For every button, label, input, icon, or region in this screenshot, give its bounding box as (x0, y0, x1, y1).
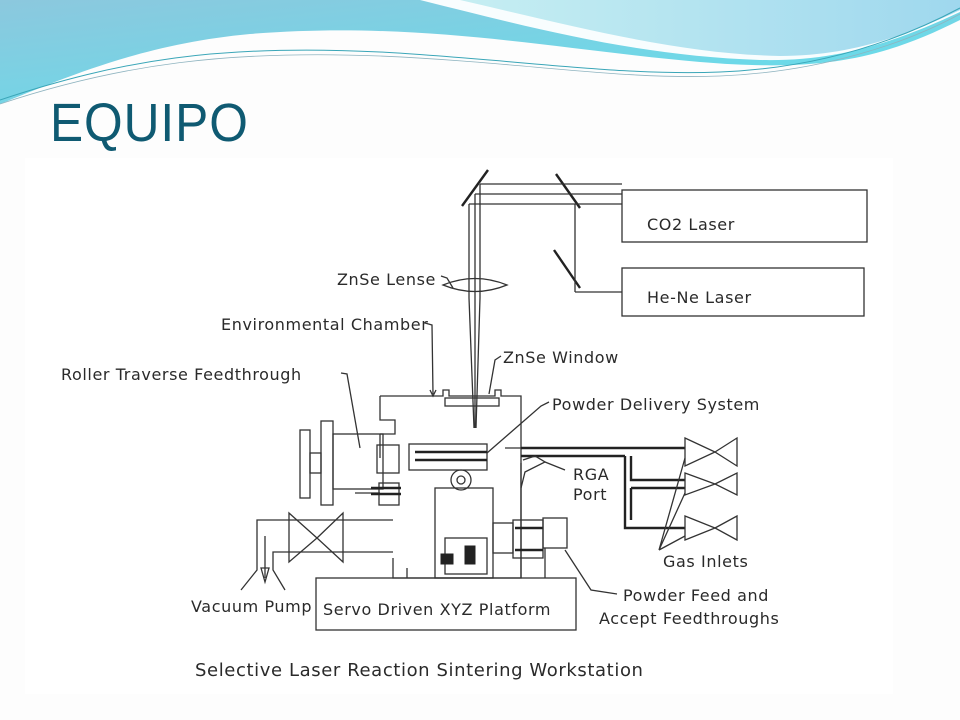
co2-laser-label: CO2 Laser (647, 215, 735, 234)
slrs-workstation-diagram: CO2 Laser He-Ne Laser (61, 169, 868, 681)
powder-delivery-label: Powder Delivery System (552, 395, 760, 414)
znse-lense-label: ZnSe Lense (337, 270, 436, 289)
powder-feed-feedthroughs: Powder Feed and Accept Feedthroughs (492, 517, 779, 628)
gas-inlets-callout: Gas Inlets (658, 457, 748, 571)
powder-feed-label-line1: Powder Feed and (623, 586, 769, 605)
rga-port-label-line2: Port (573, 485, 607, 504)
hene-laser-label: He-Ne Laser (647, 288, 752, 307)
rga-port-label-line1: RGA (573, 465, 609, 484)
hene-laser: He-Ne Laser (621, 267, 865, 317)
powder-feed-label-line2: Accept Feedthroughs (599, 609, 779, 628)
rga-port: RGA Port (520, 455, 609, 504)
vacuum-line: Vacuum Pump (191, 511, 393, 616)
xyz-platform: Servo Driven XYZ Platform (315, 548, 577, 631)
diagram-caption: Selective Laser Reaction Sintering Works… (195, 660, 644, 681)
environmental-chamber-label: Environmental Chamber (221, 315, 428, 334)
xyz-platform-label: Servo Driven XYZ Platform (323, 600, 551, 619)
slide-title: EQUIPO (50, 93, 249, 153)
gas-inlet-valves (684, 436, 738, 542)
diagram-image: CO2 Laser He-Ne Laser (25, 158, 893, 694)
laser-beam-paths (468, 183, 622, 429)
co2-laser: CO2 Laser (621, 189, 868, 243)
header-wave-decoration (0, 0, 960, 105)
znse-window-label: ZnSe Window (503, 348, 619, 367)
mirrors (461, 169, 581, 289)
powder-delivery-system: Powder Delivery System (408, 395, 760, 579)
znse-window-callout: ZnSe Window (488, 348, 619, 395)
roller-traverse-feedthrough (299, 420, 401, 506)
environmental-chamber (379, 389, 522, 579)
roller-traverse-label: Roller Traverse Feedthrough (61, 365, 302, 384)
roller-traverse-callout: Roller Traverse Feedthrough (61, 365, 361, 449)
gas-inlets-label: Gas Inlets (663, 552, 748, 571)
znse-lens: ZnSe Lense (337, 270, 509, 293)
vacuum-pump-label: Vacuum Pump (191, 597, 312, 616)
